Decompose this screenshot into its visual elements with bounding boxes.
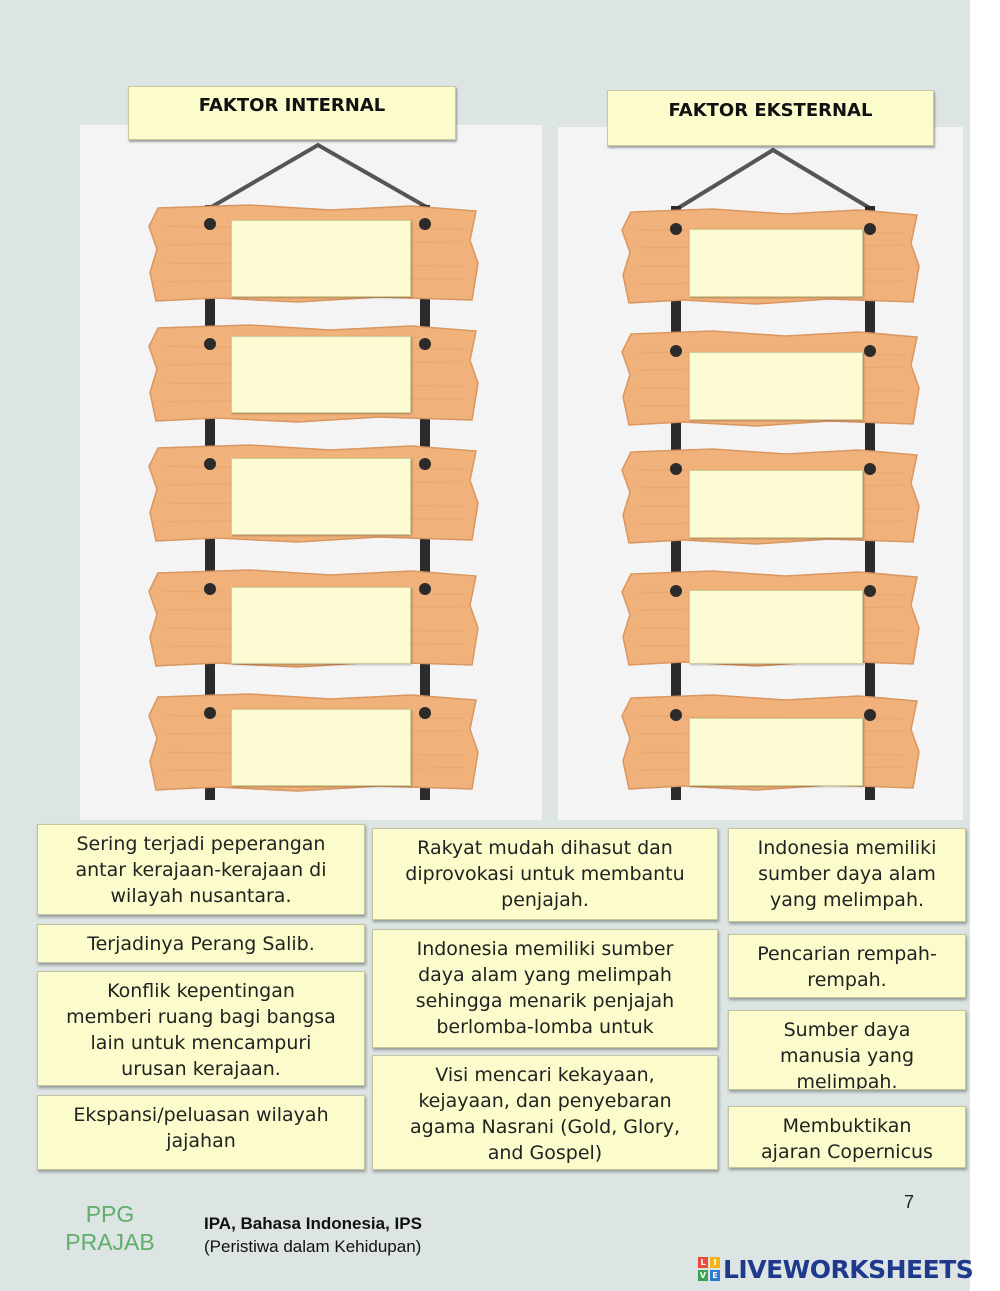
drop-slot-internal-2[interactable] <box>231 336 411 413</box>
drop-slot-internal-5[interactable] <box>231 709 411 786</box>
nail <box>204 338 216 350</box>
nail <box>204 707 216 719</box>
footer-topic: (Peristiwa dalam Kehidupan) <box>204 1237 422 1256</box>
answer-card-8[interactable]: Indonesia memiliki sumber daya alam yang… <box>728 828 966 922</box>
nail <box>419 218 431 230</box>
footer-subject: IPA, Bahasa Indonesia, IPS <box>204 1214 422 1233</box>
nail <box>204 218 216 230</box>
nail <box>670 463 682 475</box>
header-faktor-eksternal: FAKTOR EKSTERNAL <box>607 90 934 146</box>
answer-card-5[interactable]: Rakyat mudah dihasut dan diprovokasi unt… <box>372 828 718 920</box>
logo-letter: E <box>710 1270 720 1281</box>
answer-card-11[interactable]: Membuktikan ajaran Copernicus <box>728 1106 966 1168</box>
nail <box>670 709 682 721</box>
answer-card-6[interactable]: Indonesia memiliki sumber daya alam yang… <box>372 929 718 1048</box>
nail <box>419 458 431 470</box>
nail <box>419 707 431 719</box>
answer-card-7[interactable]: Visi mencari kekayaan, kejayaan, dan pen… <box>372 1055 718 1170</box>
logo-letter: V <box>698 1270 708 1281</box>
answer-card-3[interactable]: Konflik kepentingan memberi ruang bagi b… <box>37 971 365 1086</box>
drop-slot-external-4[interactable] <box>689 590 863 664</box>
answer-card-9[interactable]: Pencarian rempah- rempah. <box>728 934 966 998</box>
liveworksheets-icon: L I V E <box>698 1257 720 1281</box>
drop-slot-internal-1[interactable] <box>231 220 411 297</box>
nail <box>670 223 682 235</box>
hanging-rope <box>673 147 875 212</box>
liveworksheets-wordmark: LIVEWORKSHEETS <box>723 1254 974 1284</box>
nail <box>864 463 876 475</box>
drop-slot-internal-3[interactable] <box>231 458 411 535</box>
logo-letter: I <box>710 1257 720 1268</box>
nail <box>419 583 431 595</box>
answer-card-4[interactable]: Ekspansi/peluasan wilayah jajahan <box>37 1095 365 1170</box>
nail <box>670 585 682 597</box>
nail <box>864 223 876 235</box>
answer-card-1[interactable]: Sering terjadi peperangan antar kerajaan… <box>37 824 365 915</box>
nail <box>864 709 876 721</box>
nail <box>419 338 431 350</box>
drop-slot-external-2[interactable] <box>689 352 863 420</box>
nail <box>204 458 216 470</box>
header-faktor-internal: FAKTOR INTERNAL <box>128 86 456 140</box>
hanging-rope <box>206 142 431 211</box>
page-right-margin <box>970 0 1000 1291</box>
liveworksheets-logo: L I V E LIVEWORKSHEETS <box>698 1254 974 1284</box>
nail <box>864 585 876 597</box>
drop-slot-external-1[interactable] <box>689 229 863 297</box>
logo-letter: L <box>698 1257 708 1268</box>
ppg-prajab-label: PPG PRAJAB <box>65 1201 155 1255</box>
drop-slot-external-5[interactable] <box>689 718 863 786</box>
nail <box>204 583 216 595</box>
answer-card-10[interactable]: Sumber daya manusia yang melimpah. <box>728 1010 966 1090</box>
page-number: 7 <box>904 1192 915 1212</box>
drop-slot-internal-4[interactable] <box>231 587 411 664</box>
nail <box>670 345 682 357</box>
answer-card-2[interactable]: Terjadinya Perang Salib. <box>37 924 365 963</box>
drop-slot-external-3[interactable] <box>689 470 863 538</box>
nail <box>864 345 876 357</box>
